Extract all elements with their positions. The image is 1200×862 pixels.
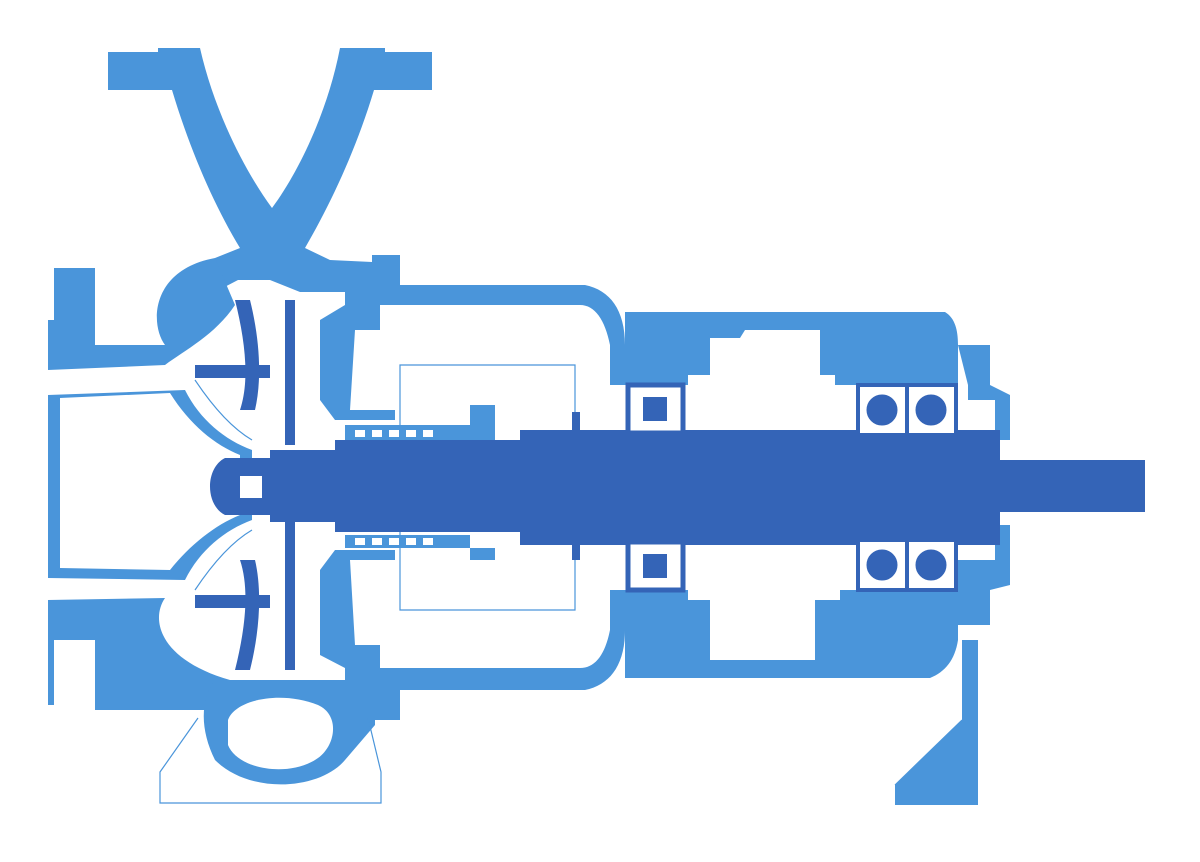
discharge-flange xyxy=(108,48,432,292)
casing-foot xyxy=(159,717,382,804)
drive-side-double-bearing xyxy=(856,383,958,592)
pump-side-bearing xyxy=(625,382,686,593)
impeller xyxy=(194,300,295,670)
mechanical-seal xyxy=(345,405,580,560)
shaft xyxy=(210,430,1145,545)
bearing-bracket xyxy=(625,312,1010,678)
volute-casing xyxy=(48,258,375,785)
bracket-support-foot xyxy=(894,640,978,805)
